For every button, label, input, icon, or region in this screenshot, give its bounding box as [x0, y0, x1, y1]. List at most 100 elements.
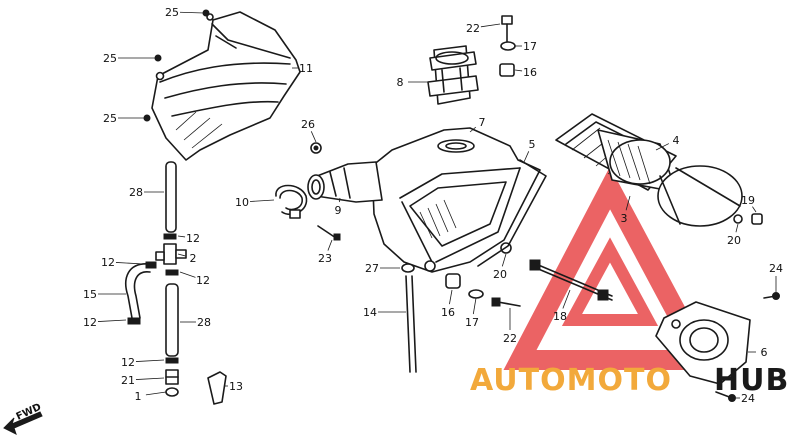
callout-leader-line [179, 271, 196, 278]
callout-label: 27 [365, 262, 379, 275]
callout-label: 12 [186, 232, 200, 245]
callout-label: 17 [523, 40, 537, 53]
callout-label: 8 [397, 76, 404, 89]
callout-label: 28 [197, 316, 211, 329]
callout-leader-line [735, 223, 739, 233]
callout-leader-line [327, 239, 333, 251]
callout-9: 9 [335, 197, 342, 217]
callout-label: 5 [529, 138, 536, 151]
callout-leader-line [249, 199, 275, 202]
callout-label: 23 [318, 252, 332, 265]
callout-leader-line [449, 289, 453, 305]
part-19-20-right [733, 213, 763, 225]
callout-leader-line [523, 151, 530, 163]
callout-16: 16 [441, 289, 455, 319]
callout-label: 24 [769, 262, 783, 275]
callout-leader-line [472, 297, 477, 315]
part-5-seal [477, 159, 547, 267]
callout-label: 13 [229, 380, 243, 393]
callout-18: 18 [553, 289, 571, 323]
part-15-bent-hose [125, 263, 151, 319]
callout-leader-line [310, 131, 317, 143]
watermark-text: AUTOMOTO HUB [470, 363, 788, 398]
callout-20: 20 [493, 253, 507, 281]
part-7-air-cleaner-case [371, 127, 541, 273]
callout-10: 10 [235, 196, 275, 209]
callout-25: 25 [165, 6, 205, 19]
callout-leader-line [135, 359, 165, 362]
callout-label: 3 [621, 212, 628, 225]
callout-label: 25 [103, 112, 117, 125]
callout-24: 24 [769, 262, 783, 292]
callout-24: 24 [736, 392, 755, 405]
callout-leader-line [480, 23, 501, 28]
callout-label: 6 [761, 346, 768, 359]
callout-6: 6 [748, 346, 768, 359]
callout-label: 16 [441, 306, 455, 319]
callout-label: 26 [301, 118, 315, 131]
part-21-fitting [165, 369, 179, 385]
watermark-word-1: AUTOMOTO [470, 363, 672, 398]
callout-label: 18 [553, 310, 567, 323]
part-28-hose-upper [165, 161, 177, 233]
callout-21: 21 [121, 374, 165, 387]
callout-5: 5 [523, 138, 536, 163]
callout-3: 3 [621, 195, 631, 225]
callout-label: 4 [673, 134, 680, 147]
callout-leader-line [179, 11, 205, 14]
callout-1: 1 [135, 390, 167, 403]
callout-leader-line [338, 197, 341, 203]
callout-label: 2 [190, 252, 197, 265]
part-13-breather-holder [207, 371, 227, 405]
callout-12: 12 [121, 356, 165, 369]
callout-leader-line [625, 195, 631, 211]
callout-11: 11 [292, 62, 313, 75]
callout-label: 15 [83, 288, 97, 301]
callout-label: 12 [83, 316, 97, 329]
callout-12: 12 [177, 232, 200, 245]
callout-16: 16 [514, 66, 537, 79]
part-6-cover [655, 301, 751, 385]
callout-17: 17 [465, 297, 479, 329]
part-8-intake-joint [427, 45, 479, 105]
callout-leader-line [145, 391, 167, 396]
callout-label: 25 [165, 6, 179, 19]
callout-25: 25 [103, 112, 145, 125]
callout-12: 12 [101, 256, 145, 269]
callout-leader-line [97, 319, 127, 322]
part-12-clips [127, 233, 179, 364]
callout-label: 17 [465, 316, 479, 329]
callout-label: 24 [741, 392, 755, 405]
part-24-screws [715, 292, 780, 402]
callout-label: 9 [335, 204, 342, 217]
part-1-plug [165, 387, 179, 397]
callout-28: 28 [180, 316, 211, 329]
callout-label: 1 [135, 390, 142, 403]
callout-label: 20 [727, 234, 741, 247]
callout-label: 22 [503, 332, 517, 345]
callout-label: 11 [299, 62, 313, 75]
callout-17: 17 [515, 40, 537, 53]
callout-leader-line [752, 206, 757, 213]
callout-label: 12 [121, 356, 135, 369]
callout-label: 12 [101, 256, 115, 269]
callout-28: 28 [129, 186, 164, 199]
callout-leader-line [115, 262, 145, 265]
part-14-drain-tube [405, 275, 417, 373]
callout-label: 20 [493, 268, 507, 281]
part-11-air-duct [151, 11, 301, 161]
callout-8: 8 [397, 76, 428, 89]
callout-label: 12 [196, 274, 210, 287]
part-23-bolt [317, 225, 341, 241]
callout-leader-line [514, 69, 523, 72]
callout-leader-line [135, 377, 165, 380]
callout-leader-line [177, 253, 186, 257]
callout-leader-line [501, 253, 507, 267]
watermark-triangle-logo [503, 166, 719, 370]
callout-26: 26 [301, 118, 317, 143]
callout-22: 22 [466, 22, 501, 35]
callout-leader-line [655, 143, 670, 151]
